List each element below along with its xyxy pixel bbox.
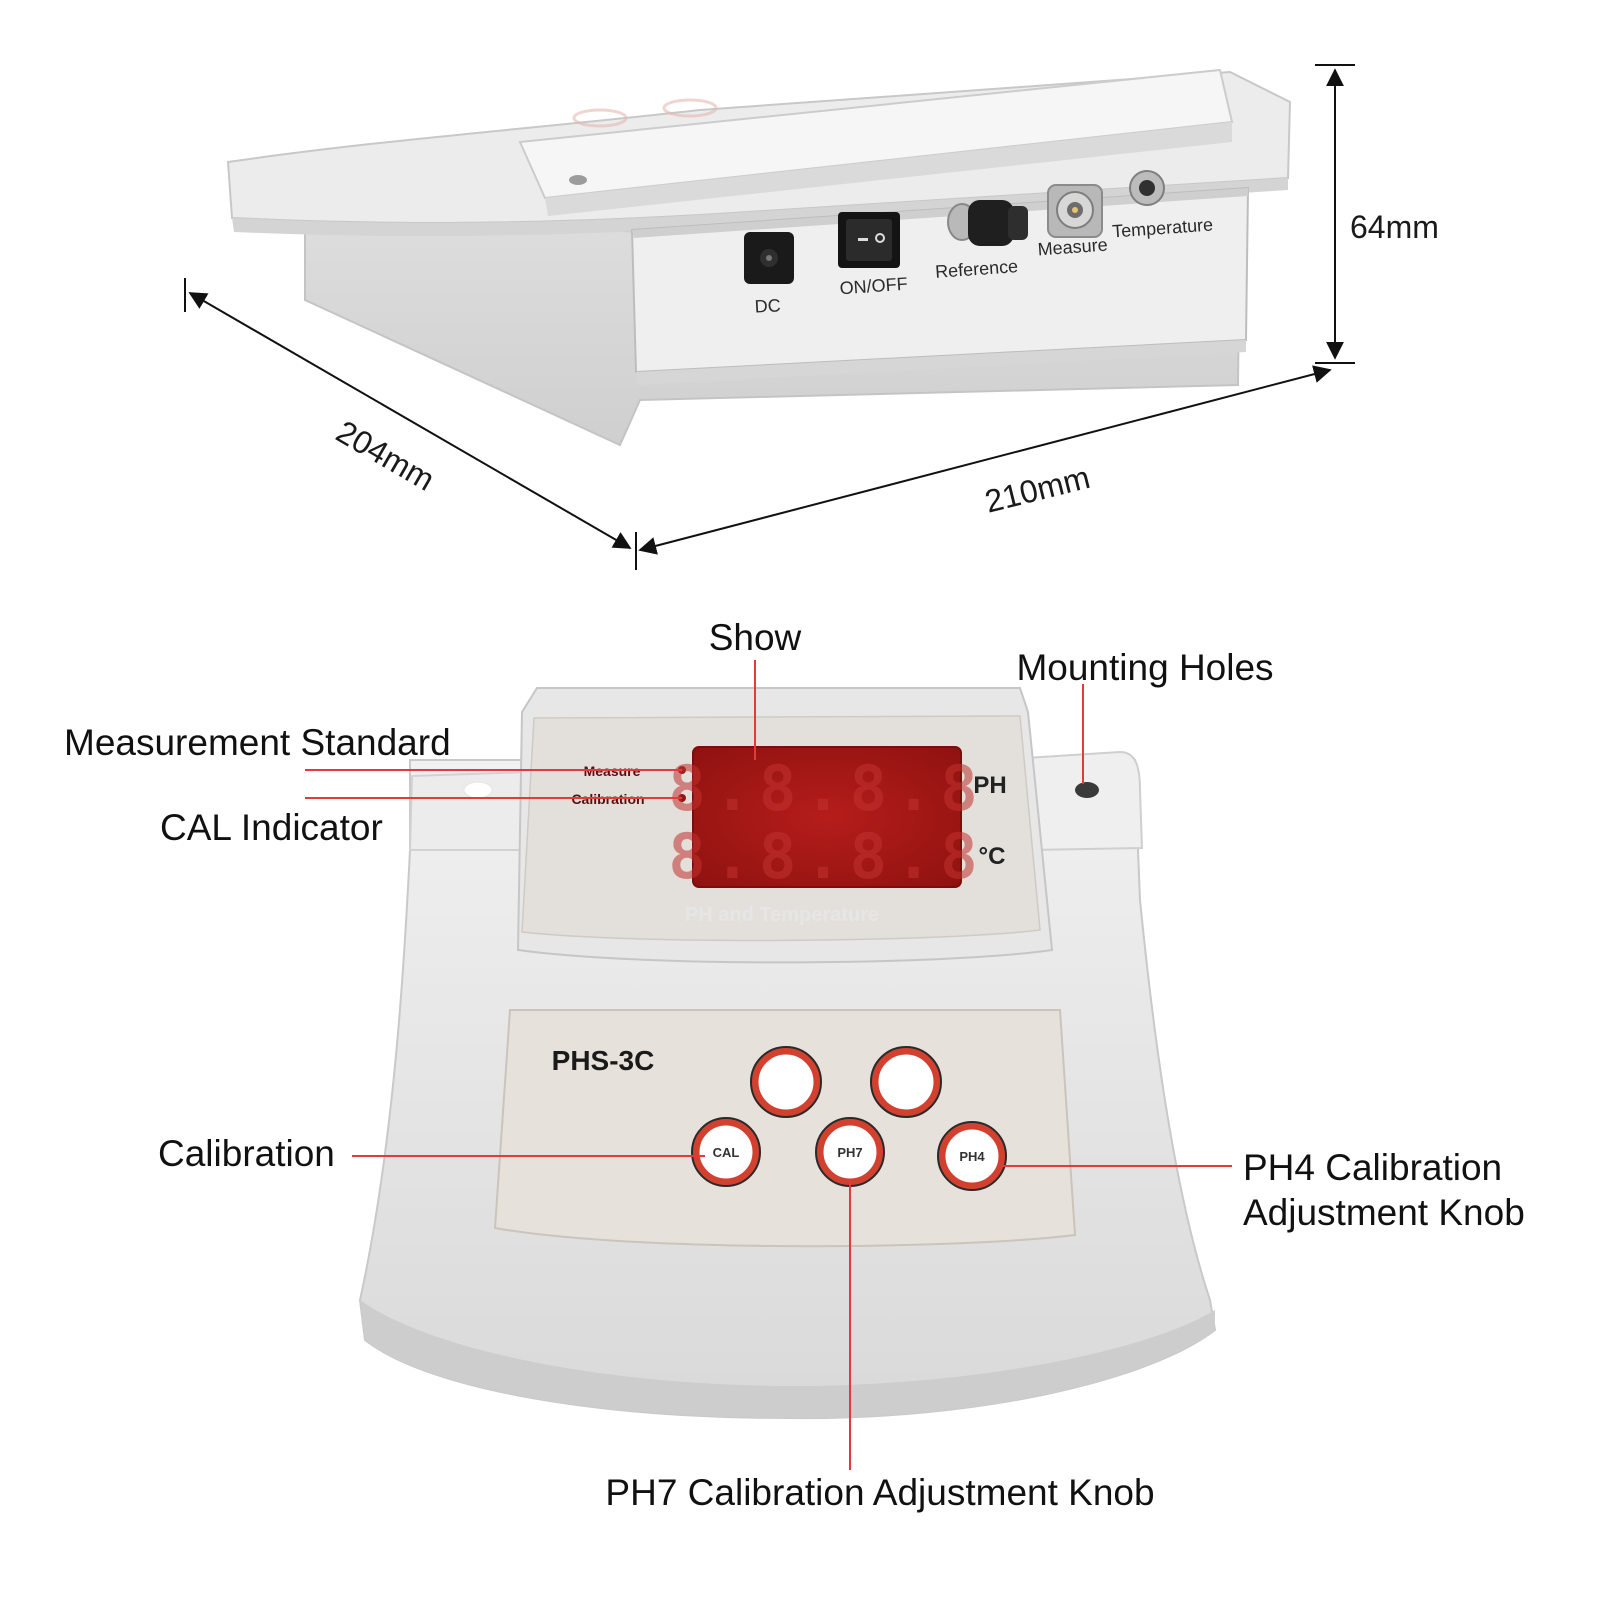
ph7-callout: PH7 Calibration Adjustment Knob (605, 1472, 1154, 1513)
measure-bnc-connector (1047, 184, 1103, 238)
measurement-standard-callout: Measurement Standard (64, 722, 451, 763)
cal-button[interactable]: CAL (691, 1117, 761, 1187)
height-label: 64mm (1350, 209, 1439, 245)
mounting-holes-callout: Mounting Holes (1016, 647, 1273, 688)
port-label-measure: Measure (1037, 235, 1108, 260)
reference-terminal (947, 200, 1028, 246)
display-caption: PH and Temperature (685, 904, 879, 926)
temperature-readout: 8.8.8.8 (668, 820, 985, 893)
on-off-switch (838, 212, 900, 268)
ph4-callout-line1: PH4 Calibration (1243, 1147, 1502, 1188)
port-label-on-off: ON/OFF (839, 274, 908, 299)
front-view-device (358, 687, 1217, 1420)
ph-unit-label: PH (973, 772, 1006, 799)
temperature-socket (1129, 170, 1165, 206)
port-label-dc: DC (754, 295, 781, 316)
depth-label: 204mm (330, 413, 440, 498)
ph7-knob[interactable]: PH7 (815, 1117, 885, 1187)
dimension-width: 210mm (635, 365, 1332, 570)
model-label: PHS-3C (552, 1045, 655, 1076)
ph7-knob-label: PH7 (837, 1145, 862, 1160)
ph4-knob-label: PH4 (959, 1149, 985, 1164)
dimension-height: 64mm (1315, 64, 1439, 364)
ph4-knob[interactable]: PH4 (937, 1121, 1007, 1191)
show-callout: Show (709, 617, 802, 658)
port-dc (744, 232, 794, 284)
callout-lines (305, 660, 1232, 1470)
cal-indicator-callout: CAL Indicator (160, 807, 383, 848)
width-label: 210mm (981, 459, 1093, 520)
calibration-callout: Calibration (158, 1133, 335, 1174)
celsius-unit-label: °C (979, 843, 1006, 870)
cal-button-label: CAL (713, 1145, 740, 1160)
ph-readout: 8.8.8.8 (668, 752, 985, 825)
ph4-callout-line2: Adjustment Knob (1243, 1192, 1525, 1233)
